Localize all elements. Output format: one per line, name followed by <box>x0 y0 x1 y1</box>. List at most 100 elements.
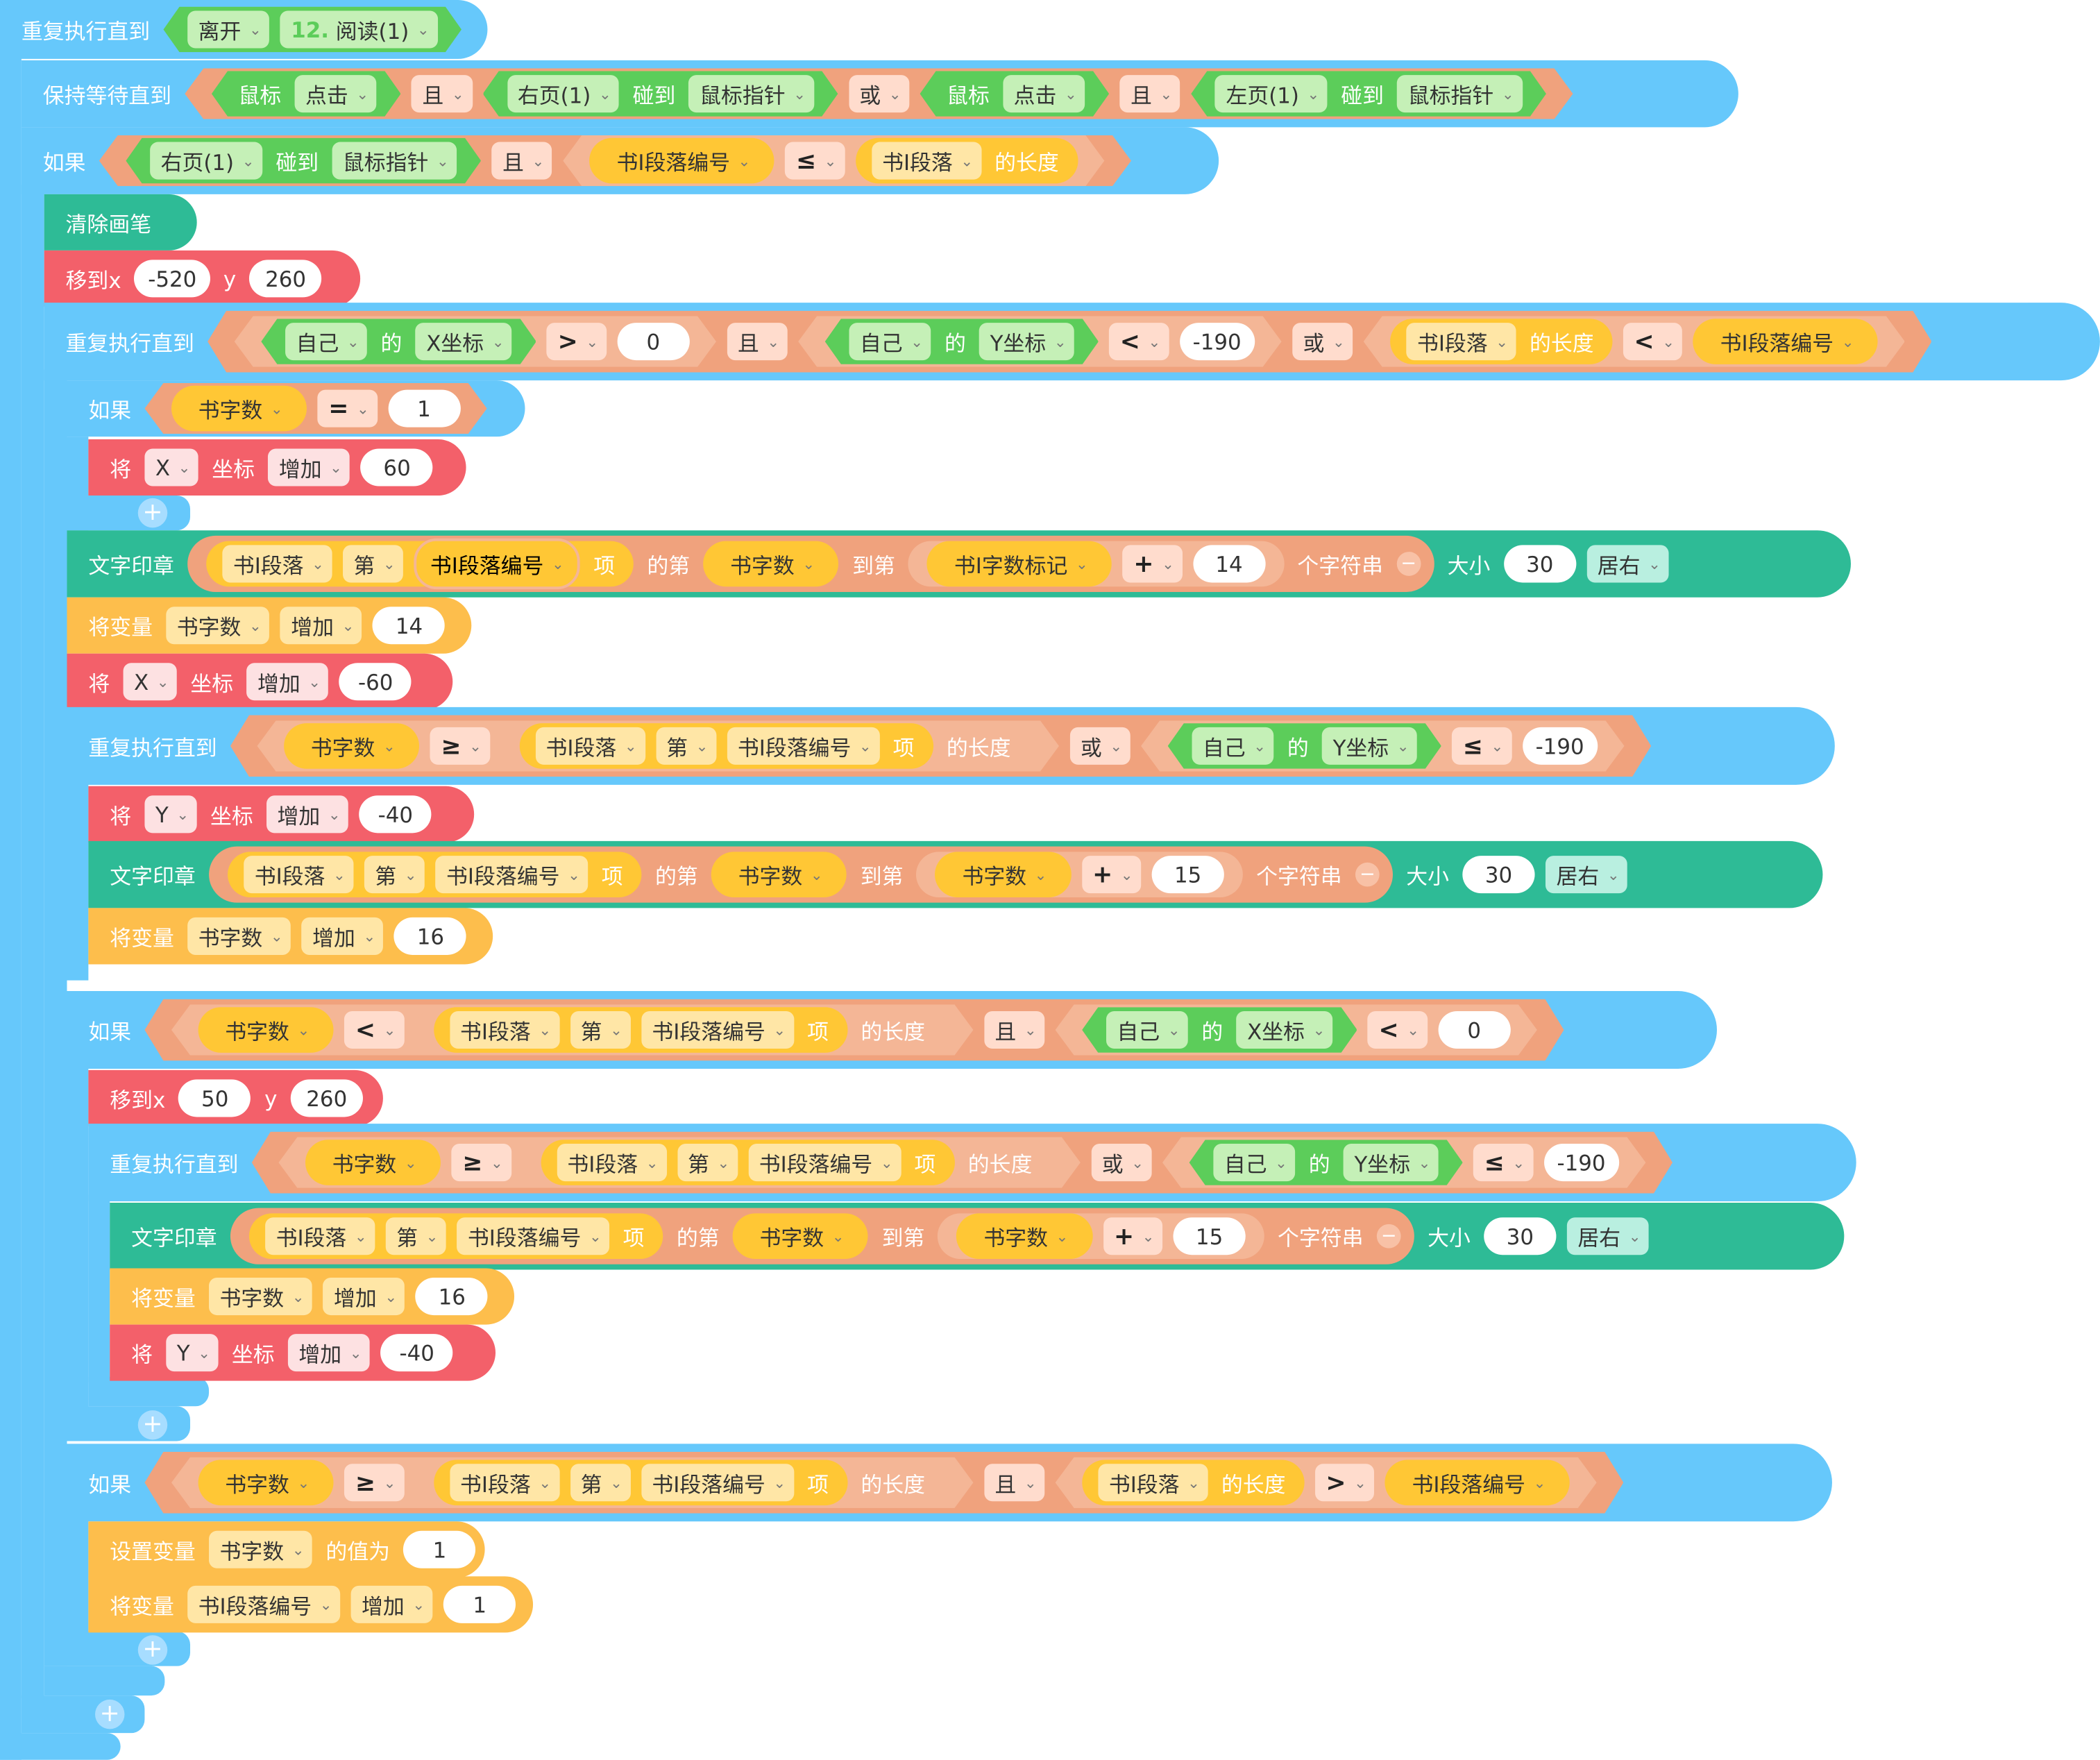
wc-dropdown[interactable]: 书字数⌄ <box>730 553 815 579</box>
mouse-click-hex[interactable]: 鼠标 点击⌄ <box>212 71 401 117</box>
list-item-reporter[interactable]: 书I段落⌄ 第⌄ 书I段落编号⌄ 项 <box>248 1213 663 1260</box>
compare-len-hex[interactable]: 书I段落⌄ 的长度 >⌄ 书I段落编号⌄ <box>1056 1457 1597 1508</box>
y-input[interactable]: 260 <box>290 1079 363 1117</box>
var-dropdown[interactable]: 书字数⌄ <box>209 1530 313 1568</box>
if-block[interactable]: 如果 书字数⌄ ≥⌄ 书I段落⌄ 第⌄ 书I段落编号⌄ 项 的长度 且⌄ <box>67 1444 1832 1522</box>
list-item-reporter[interactable]: 书I段落⌄ 第⌄ 书I段落编号⌄ 项 <box>519 723 933 769</box>
change-var-block[interactable]: 将变量 书字数⌄ 增加⌄ 16 <box>88 908 493 965</box>
minus-icon[interactable]: − <box>1376 1224 1401 1249</box>
left-page-dropdown[interactable]: 左页(1)⌄ <box>1215 75 1328 112</box>
compare-len-hex[interactable]: 书I段落⌄ 的长度 <⌄ 书I段落编号⌄ <box>1364 316 1905 366</box>
add-block-plus-icon[interactable]: + <box>137 1635 168 1665</box>
change-mode-dropdown[interactable]: 增加⌄ <box>323 1278 405 1316</box>
self-dropdown[interactable]: 自己⌄ <box>1213 1144 1295 1181</box>
self-dropdown[interactable]: 自己⌄ <box>1106 1011 1188 1049</box>
sensing-leave-hex[interactable]: 离开⌄ 12. 阅读(1)⌄ <box>163 7 462 53</box>
value-input[interactable]: -190 <box>1522 727 1598 765</box>
size-input[interactable]: 30 <box>1503 545 1576 583</box>
mouse-click-hex[interactable]: 鼠标 点击⌄ <box>920 71 1110 117</box>
value-input[interactable]: 14 <box>373 607 446 645</box>
var-reporter[interactable]: 书I段落编号⌄ <box>1385 1459 1570 1505</box>
change-coord-block[interactable]: 将 X⌄ 坐标 增加⌄ 60 <box>88 439 466 496</box>
var-dropdown[interactable]: 书字数⌄ <box>209 1278 313 1316</box>
compare-x-hex[interactable]: 自己⌄ 的 X坐标⌄ <box>261 319 536 364</box>
goto-xy-block[interactable]: 移到x 50 y 260 <box>88 1069 383 1126</box>
var-reporter[interactable]: 书字数⌄ <box>732 1213 869 1260</box>
list-length-reporter[interactable]: 书I段落⌄ 的长度 <box>1390 319 1612 364</box>
and-hex[interactable]: 书字数⌄ ≥⌄ 书I段落⌄ 第⌄ 书I段落编号⌄ 项 的长度 且⌄ 书I段落⌄ … <box>144 1452 1623 1514</box>
sprite-dropdown[interactable]: 12. 阅读(1)⌄ <box>280 10 437 48</box>
align-dropdown[interactable]: 居右⌄ <box>1566 1217 1650 1255</box>
nth-dropdown[interactable]: 第⌄ <box>570 1011 630 1049</box>
value-input[interactable]: 0 <box>1438 1011 1510 1049</box>
compare-hex[interactable]: 书字数⌄ ≥⌄ 书I段落⌄ 第⌄ 书I段落编号⌄ 项 的长度 <box>257 720 1059 771</box>
wc-dropdown[interactable]: 书字数⌄ <box>225 1019 310 1045</box>
operator-dropdown[interactable]: ≤⌄ <box>1473 1144 1533 1181</box>
repeat-until-block[interactable]: 重复执行直到 书字数⌄ ≥⌄ 书I段落⌄ 第⌄ 书I段落编号⌄ 项 的长度 或⌄ <box>67 706 1835 785</box>
text-stamp-block[interactable]: 文字印章 书I段落⌄ 第⌄ 书I段落编号⌄ 项 的第 书字数⌄ 到第 书字数⌄ … <box>110 1202 1845 1270</box>
and-hex[interactable]: 右页(1)⌄ 碰到 鼠标指针⌄ 且⌄ 书I段落编号⌄ ≤⌄ 书I段落⌄ 的长度 <box>99 135 1131 186</box>
substring-reporter[interactable]: 书I段落⌄ 第⌄ 书I段落编号⌄ 项 的第 书字数⌄ 到第 书字数⌄ +⌄ 15… <box>209 846 1393 903</box>
operator-dropdown[interactable]: >⌄ <box>547 323 607 360</box>
wc-dropdown[interactable]: 书字数⌄ <box>310 735 396 761</box>
operator-dropdown[interactable]: <⌄ <box>344 1011 404 1049</box>
item-length-reporter[interactable]: 书I段落⌄ 第⌄ 书I段落编号⌄ 项 的长度 <box>414 1007 946 1053</box>
change-mode-dropdown[interactable]: 增加⌄ <box>246 663 329 701</box>
item-length-reporter[interactable]: 书I段落⌄ 第⌄ 书I段落编号⌄ 项 的长度 <box>500 723 1032 769</box>
operator-dropdown[interactable]: +⌄ <box>1081 856 1142 894</box>
wc-dropdown[interactable]: 书字数⌄ <box>225 1471 310 1498</box>
if-block[interactable]: 如果 右页(1)⌄ 碰到 鼠标指针⌄ 且⌄ 书I段落编号⌄ ≤⌄ 书I段落⌄ 的… <box>21 127 1219 194</box>
change-var-block[interactable]: 将变量 书字数⌄ 增加⌄ 14 <box>67 597 472 654</box>
para-list-dropdown[interactable]: 书I段落⌄ <box>872 142 981 180</box>
value-input[interactable]: 14 <box>1192 545 1266 583</box>
value-input[interactable]: -190 <box>1543 1144 1619 1181</box>
and-dropdown[interactable]: 且⌄ <box>492 142 552 180</box>
para-idx-dropdown[interactable]: 书I段落编号⌄ <box>1720 330 1854 357</box>
item-length-reporter[interactable]: 书I段落⌄ 第⌄ 书I段落编号⌄ 项 的长度 <box>522 1140 1053 1185</box>
var-reporter[interactable]: 书字数⌄ <box>198 1007 334 1053</box>
and-hex[interactable]: 自己⌄ 的 X坐标⌄ >⌄ 0 <box>235 316 716 366</box>
x-input[interactable]: 50 <box>178 1079 251 1117</box>
change-var-block[interactable]: 将变量 书字数⌄ 增加⌄ 16 <box>110 1268 515 1325</box>
and-hex[interactable]: 书字数⌄ <⌄ 书I段落⌄ 第⌄ 书I段落编号⌄ 项 的长度 且⌄ 自己⌄ 的 <box>144 999 1564 1061</box>
para-list-dropdown[interactable]: 书I段落⌄ <box>244 856 354 894</box>
para-list-dropdown[interactable]: 书I段落⌄ <box>222 545 332 583</box>
var-reporter[interactable]: 书字数⌄ <box>305 1140 441 1185</box>
pointer-dropdown[interactable]: 鼠标指针⌄ <box>689 75 814 112</box>
var-reporter[interactable]: 书字数⌄ <box>935 852 1072 897</box>
change-mode-dropdown[interactable]: 增加⌄ <box>280 607 362 645</box>
operator-dropdown[interactable]: +⌄ <box>1103 1217 1163 1255</box>
var-dropdown[interactable]: 书字数⌄ <box>187 917 291 955</box>
minus-icon[interactable]: − <box>1396 552 1421 576</box>
var-reporter[interactable]: 书I段落编号⌄ <box>590 138 774 184</box>
var-reporter[interactable]: 书I段落编号⌄ <box>1693 319 1878 364</box>
mark-dropdown[interactable]: 书I字数标记⌄ <box>954 553 1088 579</box>
plus-reporter[interactable]: 书字数⌄ +⌄ 15 <box>938 1213 1264 1260</box>
compare-hex[interactable]: 书字数⌄ ≥⌄ 书I段落⌄ 第⌄ 书I段落编号⌄ 项 的长度 <box>278 1137 1080 1187</box>
x-input[interactable]: -520 <box>134 260 210 298</box>
value-input[interactable]: -190 <box>1179 323 1255 360</box>
para-idx-dropdown[interactable]: 书I段落编号⌄ <box>616 150 751 176</box>
align-dropdown[interactable]: 居右⌄ <box>1586 545 1669 583</box>
para-list-dropdown[interactable]: 书I段落⌄ <box>535 727 645 765</box>
nth-dropdown[interactable]: 第⌄ <box>342 545 404 583</box>
and-dropdown[interactable]: 且⌄ <box>727 323 787 360</box>
var-reporter[interactable]: 书字数⌄ <box>703 541 839 587</box>
self-dropdown[interactable]: 自己⌄ <box>285 323 367 360</box>
compare-y-hex[interactable]: 自己⌄ 的 Y坐标⌄ ≤⌄ -190 <box>1162 1137 1645 1187</box>
touch-hex[interactable]: 左页(1)⌄ 碰到 鼠标指针⌄ <box>1191 71 1546 117</box>
operator-dropdown[interactable]: ≥⌄ <box>430 727 490 765</box>
para-list-dropdown[interactable]: 书I段落⌄ <box>557 1144 666 1181</box>
var-reporter[interactable]: 书字数⌄ <box>711 852 847 897</box>
change-mode-dropdown[interactable]: 增加⌄ <box>266 795 349 834</box>
self-y-hex[interactable]: 自己⌄ 的 Y坐标⌄ <box>1168 723 1441 769</box>
para-idx-dropdown[interactable]: 书I段落编号⌄ <box>748 1144 901 1181</box>
change-coord-block[interactable]: 将 Y⌄ 坐标 增加⌄ -40 <box>88 786 475 843</box>
wc-dropdown[interactable]: 书字数⌄ <box>983 1225 1069 1251</box>
click-dropdown[interactable]: 点击⌄ <box>295 75 377 112</box>
ycoord-dropdown[interactable]: Y坐标⌄ <box>979 323 1074 360</box>
var-reporter[interactable]: 书字数⌄ <box>171 386 307 432</box>
para-idx-dropdown[interactable]: 书I段落编号⌄ <box>641 1011 794 1049</box>
axis-dropdown[interactable]: Y⌄ <box>144 795 197 834</box>
value-input[interactable]: 1 <box>443 1585 516 1623</box>
